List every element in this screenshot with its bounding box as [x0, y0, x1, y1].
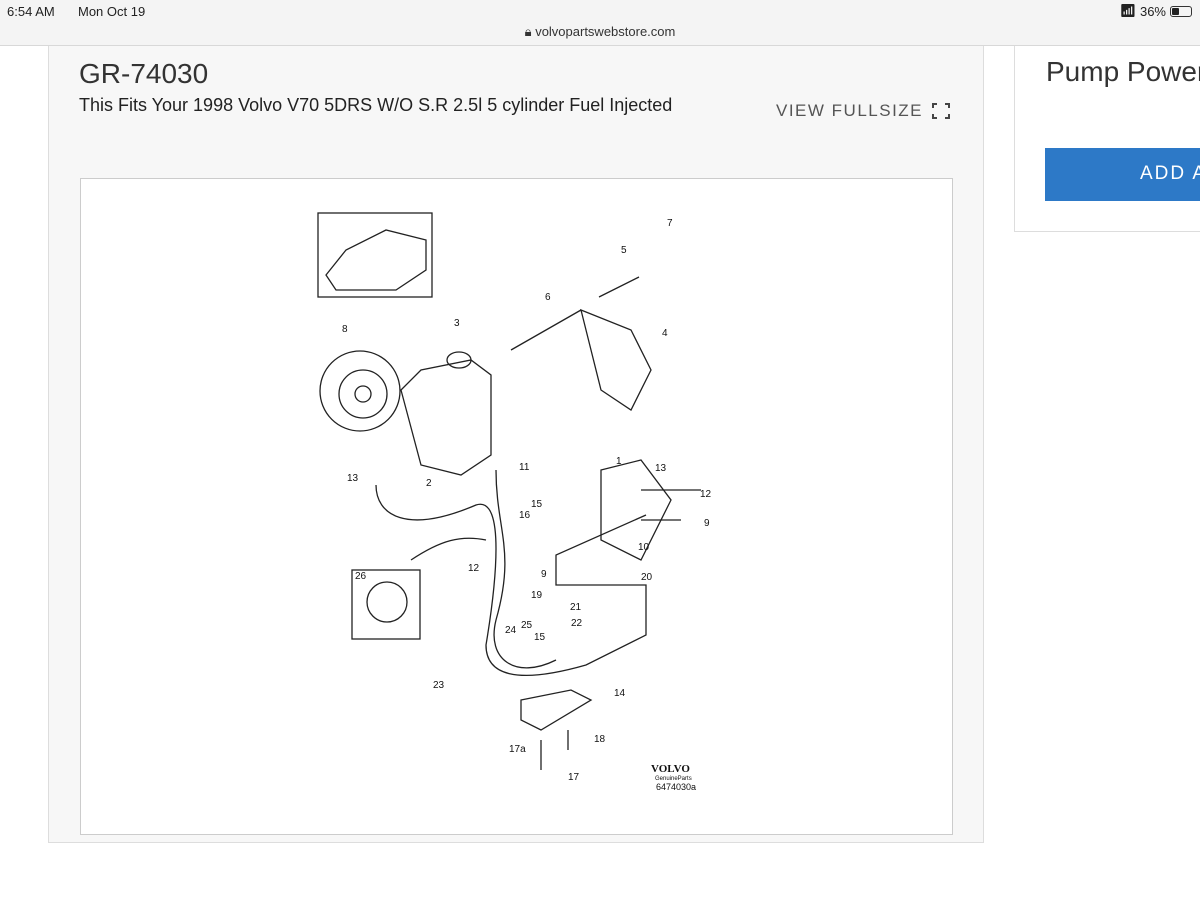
callout-10: 10 — [638, 542, 650, 553]
view-fullsize-button[interactable]: VIEW FULLSIZE — [776, 101, 951, 121]
product-card: GR-74030 This Fits Your 1998 Volvo V70 5… — [48, 46, 984, 843]
callout-8: 8 — [342, 324, 348, 335]
volvo-logo: VOLVO — [651, 763, 690, 775]
mount-bracket-icon — [520, 689, 593, 731]
callout-17: 17 — [568, 772, 580, 783]
callout-5: 5 — [621, 245, 627, 256]
steering-gear-icon — [600, 459, 672, 561]
callout-15: 15 — [534, 632, 546, 643]
date: Mon Oct 19 — [78, 4, 146, 19]
callout-13: 13 — [655, 463, 667, 474]
callout-24: 24 — [505, 625, 517, 636]
callout-13: 13 — [347, 473, 359, 484]
wifi-icon: 📶︎ — [1119, 3, 1136, 18]
product-title: Pump Power — [1046, 56, 1200, 87]
callout-22: 22 — [571, 618, 583, 629]
callout-2: 2 — [426, 478, 432, 489]
callout-19: 19 — [531, 590, 543, 601]
callout-7: 7 — [667, 218, 673, 229]
url-text: volvopartswebstore.com — [535, 24, 676, 39]
expand-icon — [932, 103, 951, 119]
callout-14: 14 — [614, 688, 626, 699]
battery-icon — [1170, 5, 1192, 17]
callout-18: 18 — [594, 734, 606, 745]
add-to-cart-button[interactable]: ADD A — [1045, 148, 1200, 201]
callout-12: 12 — [700, 489, 712, 500]
callout-17a: 17a — [509, 744, 526, 755]
time: 6:54 AM — [7, 4, 55, 19]
callout-3: 3 — [454, 318, 460, 329]
car-icon — [325, 229, 427, 291]
diagram-code: 6474030a — [656, 782, 696, 792]
fitment-text: This Fits Your 1998 Volvo V70 5DRS W/O S… — [79, 95, 673, 115]
callout-9: 9 — [541, 569, 547, 580]
callout-6: 6 — [545, 292, 551, 303]
part-number: GR-74030 — [79, 58, 209, 89]
callout-23: 23 — [433, 680, 445, 691]
battery-percent: 36% — [1139, 3, 1166, 19]
callout-9: 9 — [704, 518, 710, 529]
callout-1: 1 — [616, 456, 622, 467]
bracket-icon — [510, 276, 652, 411]
callout-4: 4 — [662, 328, 668, 339]
product-sidebar: Pump Power ADD A — [1014, 46, 1200, 232]
genuine-parts-text: GenuineParts — [655, 776, 692, 782]
status-bar: 6:54 AM Mon Oct 19 🔒︎ volvopartswebstore… — [0, 0, 1200, 46]
hose-icon — [375, 484, 647, 677]
url-bar[interactable]: 🔒︎ volvopartswebstore.com — [0, 24, 1200, 40]
callout-16: 16 — [519, 510, 531, 521]
car-thumbnail-frame — [317, 212, 433, 298]
reservoir-icon — [400, 359, 492, 476]
callout-21: 21 — [570, 602, 582, 613]
callout-11: 11 — [519, 462, 530, 473]
callout-12: 12 — [468, 563, 480, 574]
callout-20: 20 — [641, 572, 653, 583]
callout-26: 26 — [355, 571, 367, 582]
clamp-detail-frame — [351, 569, 421, 640]
lock-icon: 🔒︎ — [524, 24, 532, 39]
callout-25: 25 — [521, 620, 533, 631]
callout-15: 15 — [531, 499, 543, 510]
pulley-icon — [319, 350, 401, 432]
view-fullsize-label: VIEW FULLSIZE — [776, 101, 924, 120]
